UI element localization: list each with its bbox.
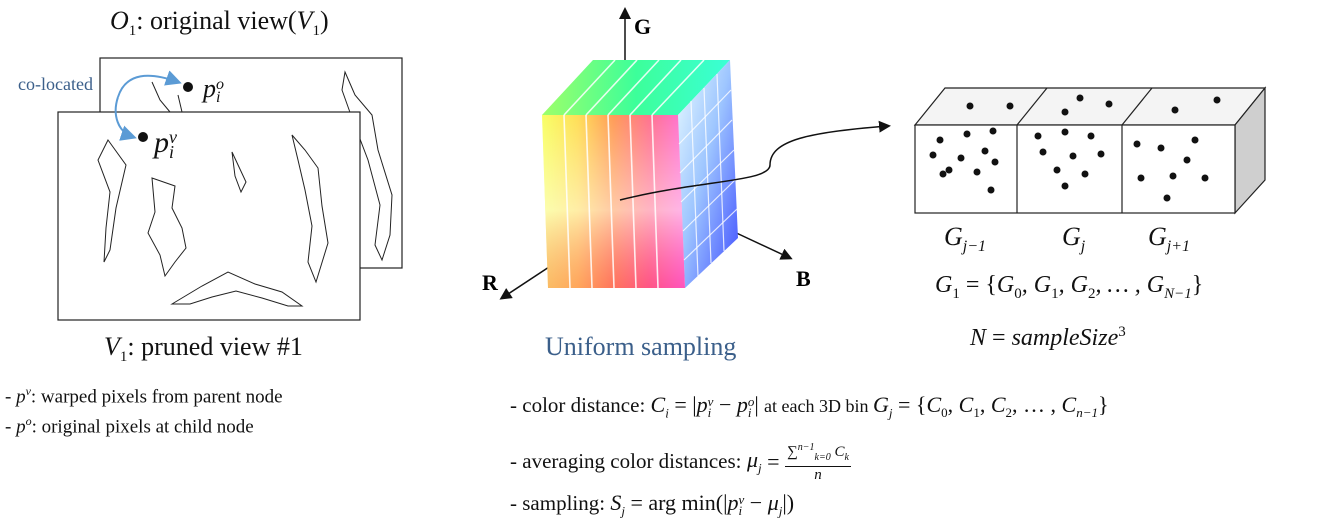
- bin-label-j: Gj: [1062, 222, 1086, 256]
- uniform-sampling-caption: Uniform sampling: [545, 332, 737, 361]
- point-o-dot: [183, 82, 193, 92]
- bullet-averaging: - averaging color distances: μj = ∑n−1k=…: [510, 442, 851, 483]
- views-diagram: [57, 57, 403, 321]
- legend-original: - po: original pixels at child node: [5, 414, 254, 438]
- bins-front-face: [914, 124, 1236, 214]
- pruned-view-shape: [231, 151, 247, 194]
- pruned-view-frame: [57, 111, 361, 321]
- bin-label-j+1: Gj+1: [1148, 222, 1191, 256]
- cube-to-bin-arrow: [619, 120, 891, 201]
- original-view-shape: [177, 94, 183, 113]
- bin-label-j-1: Gj−1: [944, 222, 987, 256]
- pruned-view-shape: [170, 271, 304, 307]
- colocated-label: co-located: [18, 74, 93, 94]
- rgb-cube-diagram: G R B: [482, 7, 891, 300]
- legend-warped: - pv: warped pixels from parent node: [5, 384, 283, 408]
- r-axis-label: R: [482, 270, 499, 295]
- cube-top-face: [542, 60, 730, 115]
- bin-set-formula: G1 = {G0, G1, G2, … , GN−1}: [935, 272, 1204, 302]
- bin-dots-j-1: [929, 127, 999, 194]
- pruned-view-title: V1: pruned view #1: [104, 332, 303, 366]
- b-axis-label: B: [796, 266, 811, 291]
- original-view-shape: [151, 81, 171, 113]
- pruned-view-shape: [291, 134, 329, 284]
- g-axis-label: G: [634, 14, 651, 39]
- bin-dots-j+1: [1133, 136, 1209, 202]
- pruned-view-shape: [147, 177, 187, 278]
- sample-size-formula: N = sampleSize3: [970, 324, 1126, 351]
- b-axis: [729, 229, 793, 260]
- colocated-arrow-up: [117, 70, 182, 98]
- pruned-view-shape: [97, 139, 127, 263]
- bins-diagram: [913, 86, 1267, 215]
- original-view-title: O1: original view(V1): [110, 6, 329, 40]
- bin-dots-j: [1034, 128, 1105, 190]
- point-v-dot: [138, 132, 148, 142]
- colocated-arrow-down: [114, 96, 137, 141]
